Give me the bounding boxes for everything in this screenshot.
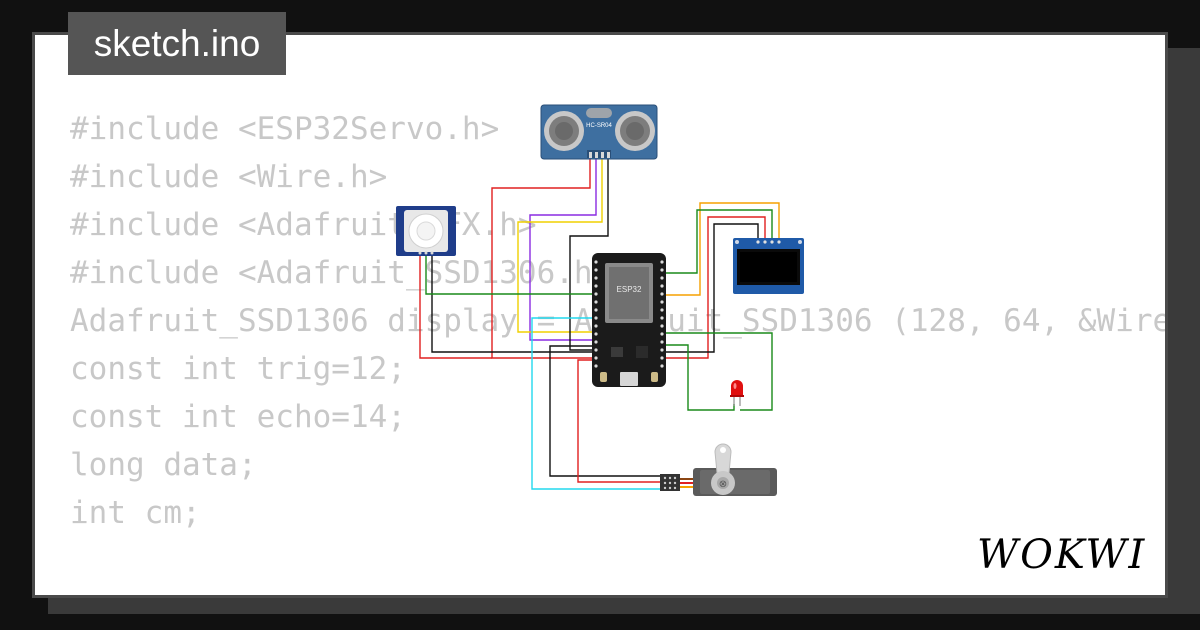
wire-green — [425, 252, 596, 295]
wire-red — [491, 155, 596, 359]
wire-green — [662, 344, 735, 411]
file-tab[interactable]: sketch.ino — [68, 12, 286, 75]
code-line: #include <Adafruit_SSD1306.h> — [70, 255, 612, 291]
wires — [419, 155, 780, 490]
wire-red — [419, 252, 492, 359]
wire-yellow — [517, 155, 603, 333]
wire-red — [577, 359, 662, 483]
wire-purple — [529, 155, 597, 341]
code-line: long data; — [70, 447, 257, 483]
wire-black — [569, 155, 609, 351]
wokwi-logo-text: WOKWI — [977, 532, 1146, 578]
wokwi-logo: WOKWI — [977, 532, 1146, 578]
wire-orange — [662, 202, 780, 296]
wire-red — [662, 216, 766, 359]
wire-cyan — [531, 317, 662, 490]
code-editor: #include <ESP32Servo.h> #include <Wire.h>… — [70, 105, 1165, 595]
wire-green — [662, 332, 773, 411]
ultrasonic-sensor-icon[interactable]: HC-SR04 — [540, 104, 658, 160]
wire-black — [662, 223, 759, 353]
code-line: const int echo=14; — [70, 399, 406, 435]
code-line: #include <Wire.h> — [70, 159, 388, 195]
code-line: int led = 4; — [70, 585, 1165, 595]
code-line: #include <Adafruit_GFX.h> — [70, 207, 537, 243]
servo-motor-icon[interactable]: ⊗ — [660, 443, 777, 496]
pir-sensor-icon[interactable] — [396, 206, 456, 256]
esp32-label: ESP32 — [617, 285, 642, 294]
oled-display-icon[interactable] — [733, 238, 804, 294]
wire-green — [662, 209, 773, 274]
servo-screw-icon: ⊗ — [719, 479, 727, 490]
ultrasonic-label: HC-SR04 — [586, 123, 612, 129]
led-icon[interactable] — [730, 380, 744, 406]
esp32-board-icon[interactable]: ESP32 — [592, 253, 666, 387]
code-line: int cm; — [70, 495, 201, 531]
wire-black — [431, 252, 596, 353]
code-line: const int trig=12; — [70, 351, 406, 387]
code-line: #include <ESP32Servo.h> — [70, 111, 500, 147]
wire-black — [549, 345, 662, 477]
